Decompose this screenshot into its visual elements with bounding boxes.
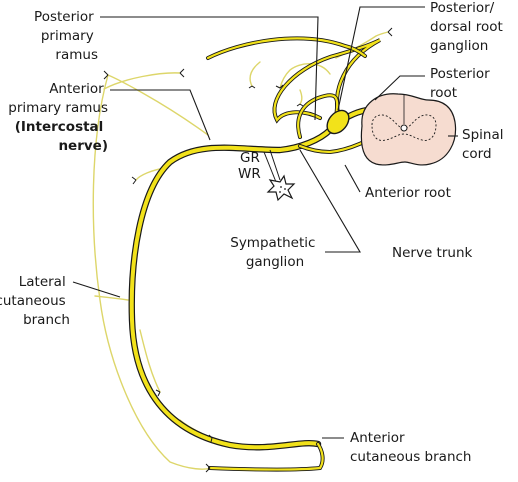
drg-label: Posterior/ dorsal root ganglion [430,0,507,54]
leader-anterior-ramus [110,89,211,141]
leader-drg [337,6,425,111]
leader-posterior-root [374,75,425,101]
lower-twig-1 [139,329,161,393]
sympathetic-ganglion [266,174,296,202]
lateral-branch-twig [94,295,129,301]
intercostal-nerve-label: (Intercostal nerve) [15,119,108,154]
posterior-twig-2 [249,61,261,87]
lateral-upper-twig [103,72,181,90]
spinal-cord-label: Spinal cord [462,127,508,162]
labels: Posterior primary ramus Posterior/ dorsa… [0,0,508,465]
leader-posterior-ramus [100,16,319,121]
spinal-cord [360,93,457,166]
lateral-cutaneous-branch-label: Lateral cutaneous branch [0,274,70,328]
lateral-branch-curve [92,74,211,470]
wr-label: WR [238,166,261,182]
leader-lateral-branch [72,281,121,298]
gr-label: GR [240,150,260,166]
sympathetic-ganglion-label: Sympathetic ganglion [230,235,319,270]
anterior-root-label: Anterior root [365,185,451,201]
posterior-primary-ramus [206,36,381,139]
leader-anterior-root [344,164,361,193]
nerve-trunk-label: Nerve trunk [392,245,472,261]
dorsal-root-ganglion [326,109,350,135]
posterior-twig-1 [279,63,331,89]
posterior-root-label: Posterior root [430,66,494,101]
posterior-primary-ramus-label: Posterior primary ramus [34,9,98,63]
leader-nerve-trunk [299,149,361,253]
leader-lines [72,6,458,439]
nerve-trunk-path [128,106,392,472]
nerve-endings [103,27,393,473]
rami-communicantes [263,149,281,183]
anterior-primary-ramus-label: Anterior primary ramus [8,81,108,116]
posterior-twig-4 [299,89,303,105]
anterior-cutaneous-branch-label: Anterior cutaneous branch [350,430,471,465]
